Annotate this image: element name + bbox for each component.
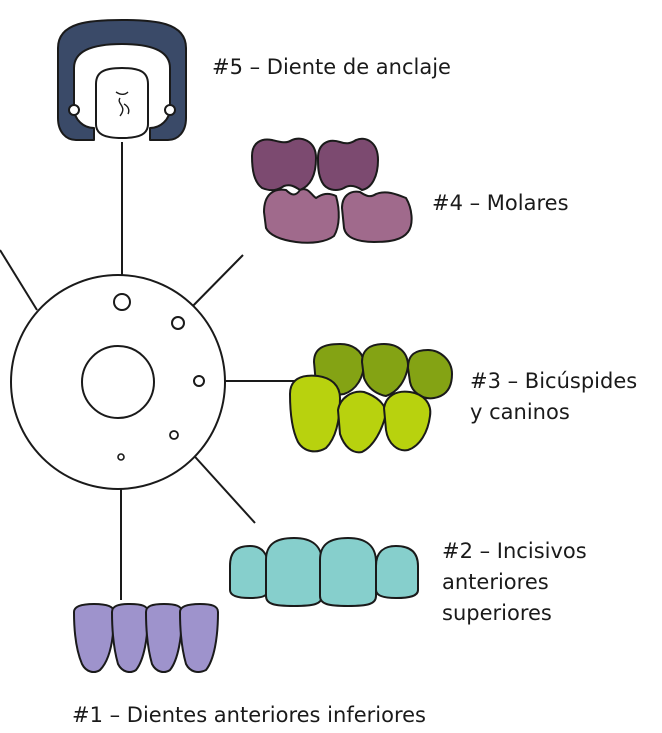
label-incisors-line1: #2 – Incisivos — [442, 539, 587, 563]
label-bicuspids-line2: y caninos — [470, 400, 570, 424]
hole-5 — [113, 293, 131, 311]
molars-illustration — [251, 137, 413, 244]
label-molars-4: #4 – Molares — [432, 191, 569, 215]
label-incisors-line2: anteriores — [442, 570, 549, 594]
label-clamp-5: #5 – Diente de anclaje — [212, 55, 451, 79]
clamp-illustration — [57, 19, 187, 141]
hole-1 — [117, 453, 125, 461]
label-incisors-line3: superiores — [442, 601, 552, 625]
lower-anterior-illustration — [73, 603, 219, 673]
hole-3 — [193, 375, 205, 387]
label-bicuspids-3: #3 – Bicúspides y caninos — [470, 366, 637, 428]
hole-2 — [169, 430, 179, 440]
label-incisors-2: #2 – Incisivos anteriores superiores — [442, 536, 587, 629]
label-lower-anterior-1: #1 – Dientes anteriores inferiores — [72, 703, 426, 727]
center-hole — [81, 345, 155, 419]
label-bicuspids-line1: #3 – Bicúspides — [470, 369, 638, 393]
bicuspids-illustration — [289, 343, 453, 454]
hole-4 — [171, 316, 185, 330]
incisors-illustration — [229, 537, 419, 607]
left-edge-line — [0, 249, 38, 311]
